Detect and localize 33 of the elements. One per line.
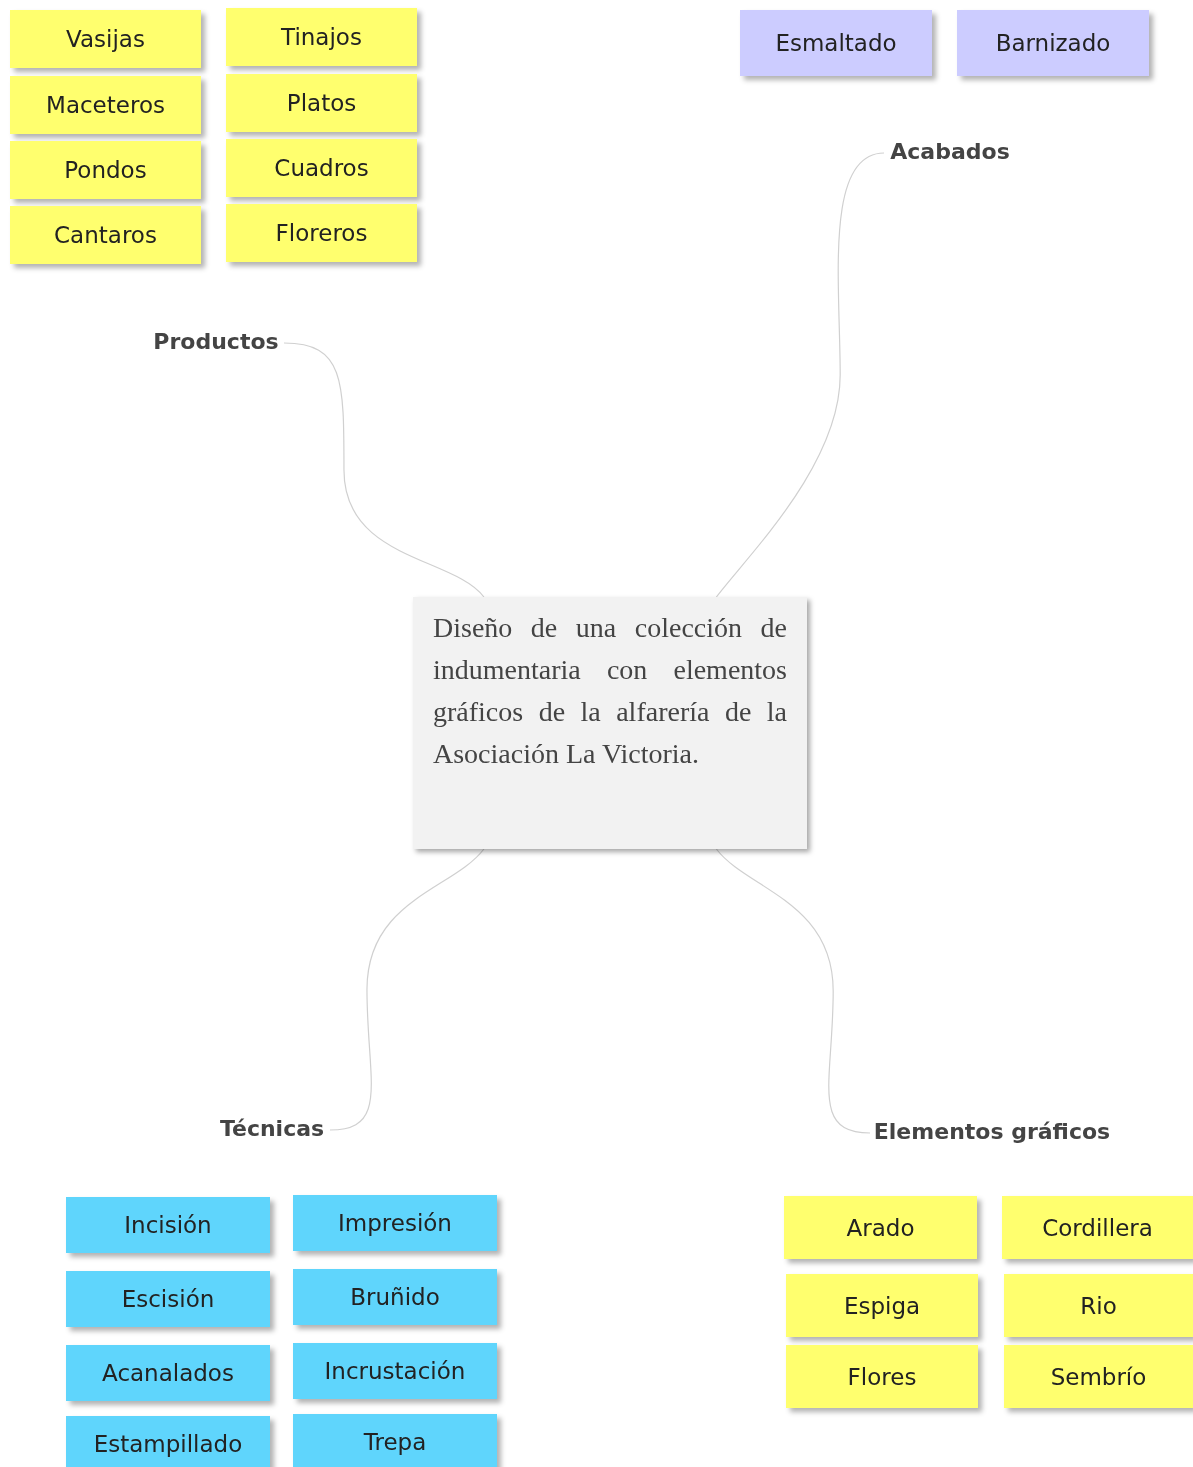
sticky-note: Impresión	[293, 1195, 497, 1251]
sticky-note: Escisión	[66, 1271, 270, 1327]
sticky-note: Maceteros	[10, 76, 201, 134]
sticky-note: Barnizado	[957, 10, 1149, 76]
sticky-note: Acanalados	[66, 1345, 270, 1401]
sticky-note: Bruñido	[293, 1269, 497, 1325]
branch-label: Productos	[150, 324, 282, 358]
branch-label: Técnicas	[216, 1111, 328, 1145]
sticky-note: Estampillado	[66, 1416, 270, 1467]
sticky-note: Sembrío	[1004, 1345, 1193, 1408]
sticky-note: Trepa	[293, 1414, 497, 1467]
sticky-note: Flores	[786, 1345, 978, 1408]
sticky-note: Floreros	[226, 204, 417, 262]
sticky-note: Tinajos	[226, 8, 417, 66]
connector-curve	[715, 848, 871, 1134]
sticky-note: Pondos	[10, 141, 201, 199]
sticky-note: Platos	[226, 74, 417, 132]
connector-curve	[283, 342, 485, 598]
central-topic-box: Diseño de una colección de indumentaria con elementos gráficos de la alfarería de la Asociación La Victoria.	[413, 597, 807, 849]
branch-label: Acabados	[886, 134, 1014, 168]
sticky-note: Cantaros	[10, 206, 201, 264]
sticky-note: Vasijas	[10, 10, 201, 68]
sticky-note: Incisión	[66, 1197, 270, 1253]
branch-label: Elementos gráficos	[872, 1114, 1112, 1148]
sticky-note: Espiga	[786, 1274, 978, 1337]
sticky-note: Esmaltado	[740, 10, 932, 76]
sticky-note: Cuadros	[226, 139, 417, 197]
connector-curve	[329, 848, 485, 1131]
sticky-note: Arado	[784, 1196, 977, 1259]
sticky-note: Rio	[1004, 1274, 1193, 1337]
sticky-note: Cordillera	[1002, 1196, 1193, 1259]
sticky-note: Incrustación	[293, 1343, 497, 1399]
connector-curve	[715, 152, 885, 598]
